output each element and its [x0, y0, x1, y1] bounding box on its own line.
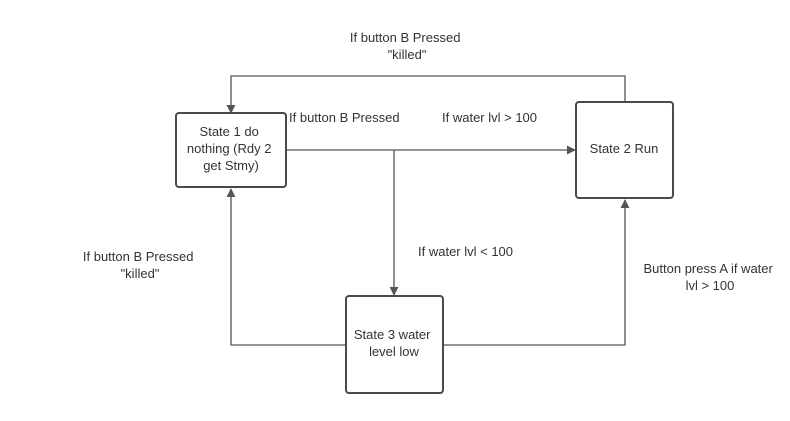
edge-state3-to-state2	[443, 199, 630, 346]
edge-label-line: "killed"	[388, 47, 427, 62]
state-1-label: State 1 do nothing (Rdy 2 get Stmy)	[187, 124, 275, 173]
state-2-node: State 2 Run	[575, 101, 674, 199]
edge-label-state1-to-state2-water: If water lvl > 100	[442, 110, 537, 125]
edge-label-line: If water lvl < 100	[418, 244, 513, 259]
state-2-label: State 2 Run	[590, 141, 659, 156]
edge-label-state2-to-state1: If button B Pressed "killed"	[350, 30, 464, 62]
edge-label-state3-to-state2: Button press A if water lvl > 100	[644, 261, 777, 293]
edge-state3-to-state1	[226, 188, 346, 346]
state-3-box	[345, 295, 444, 394]
edge-label-state3-to-state1: If button B Pressed "killed"	[83, 249, 197, 281]
edge-label-line: lvl > 100	[686, 278, 735, 293]
state-3-label-line: State 3 water	[354, 327, 431, 342]
edge-label-line: If button B Pressed	[289, 110, 400, 125]
state-3-label-line: level low	[369, 344, 419, 359]
state-1-label-line: get Stmy)	[203, 158, 259, 173]
edge-label-line: "killed"	[121, 266, 160, 281]
state-1-label-line: nothing (Rdy 2	[187, 141, 272, 156]
state-3-label: State 3 water level low	[354, 327, 434, 359]
state-1-node: State 1 do nothing (Rdy 2 get Stmy)	[175, 112, 287, 188]
state-3-node: State 3 water level low	[345, 295, 444, 394]
edge-label-line: Button press A if water	[644, 261, 774, 276]
edge-label-line: If water lvl > 100	[442, 110, 537, 125]
state-1-box	[175, 112, 287, 188]
edge-label-state1-button-b: If button B Pressed	[289, 110, 400, 125]
edge-label-line: If button B Pressed	[350, 30, 461, 45]
state-2-label-line: State 2 Run	[590, 141, 659, 156]
state-1-label-line: State 1 do	[200, 124, 259, 139]
edge-state2-to-state1-top	[226, 75, 626, 114]
edge-label-line: If button B Pressed	[83, 249, 194, 264]
edge-label-state1-to-state3: If water lvl < 100	[418, 244, 513, 259]
state-2-box	[575, 101, 674, 199]
